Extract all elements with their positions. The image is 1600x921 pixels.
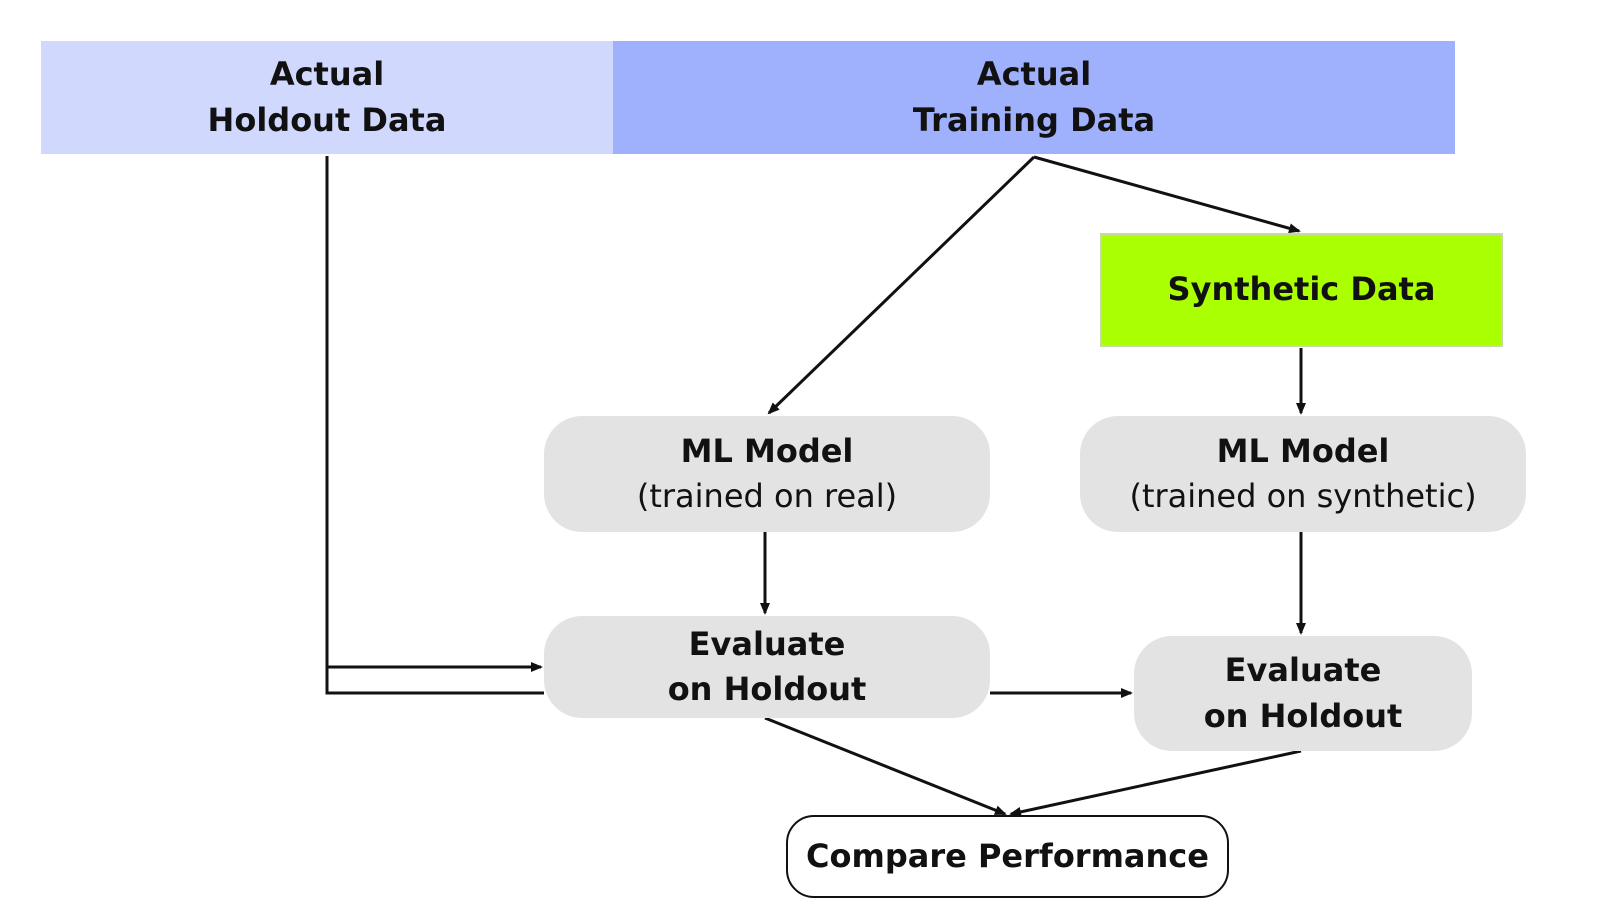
model-synthetic-title: ML Model	[1216, 431, 1390, 470]
training-line2: Training Data	[912, 100, 1156, 139]
holdout-data-box: Actual Holdout Data	[41, 41, 613, 154]
training-data-box: Actual Training Data	[613, 41, 1455, 154]
arrow-training-to-synthetic	[1033, 155, 1301, 234]
arrow-holdout-to-eval-syn	[325, 667, 544, 695]
model-real-title: ML Model	[680, 431, 854, 470]
eval-syn-line1: Evaluate	[1224, 651, 1382, 690]
synthetic-data-box: Synthetic Data	[1100, 233, 1503, 347]
ml-model-synthetic-box: ML Model (trained on synthetic)	[1080, 416, 1526, 532]
holdout-line1: Actual	[269, 55, 385, 94]
synthetic-label: Synthetic Data	[1167, 270, 1436, 309]
eval-syn-line2: on Holdout	[1203, 696, 1403, 735]
model-real-subtitle: (trained on real)	[636, 477, 898, 515]
arrow-holdout-to-eval-real	[325, 156, 543, 672]
eval-real-line2: on Holdout	[667, 670, 867, 708]
evaluate-real-box: Evaluate on Holdout	[544, 616, 990, 718]
compare-performance-box: Compare Performance	[786, 815, 1229, 898]
arrow-eval-syn-to-compare	[1009, 749, 1302, 817]
arrow-eval-real-to-compare	[764, 716, 1007, 816]
arrow-training-to-model-real	[767, 155, 1036, 415]
holdout-line2: Holdout Data	[207, 100, 447, 139]
eval-real-line1: Evaluate	[688, 624, 846, 663]
ml-model-real-box: ML Model (trained on real)	[544, 416, 990, 532]
model-synthetic-subtitle: (trained on synthetic)	[1129, 477, 1477, 515]
compare-label: Compare Performance	[806, 836, 1209, 875]
training-line1: Actual	[976, 55, 1092, 94]
evaluate-synthetic-box: Evaluate on Holdout	[1134, 636, 1472, 751]
